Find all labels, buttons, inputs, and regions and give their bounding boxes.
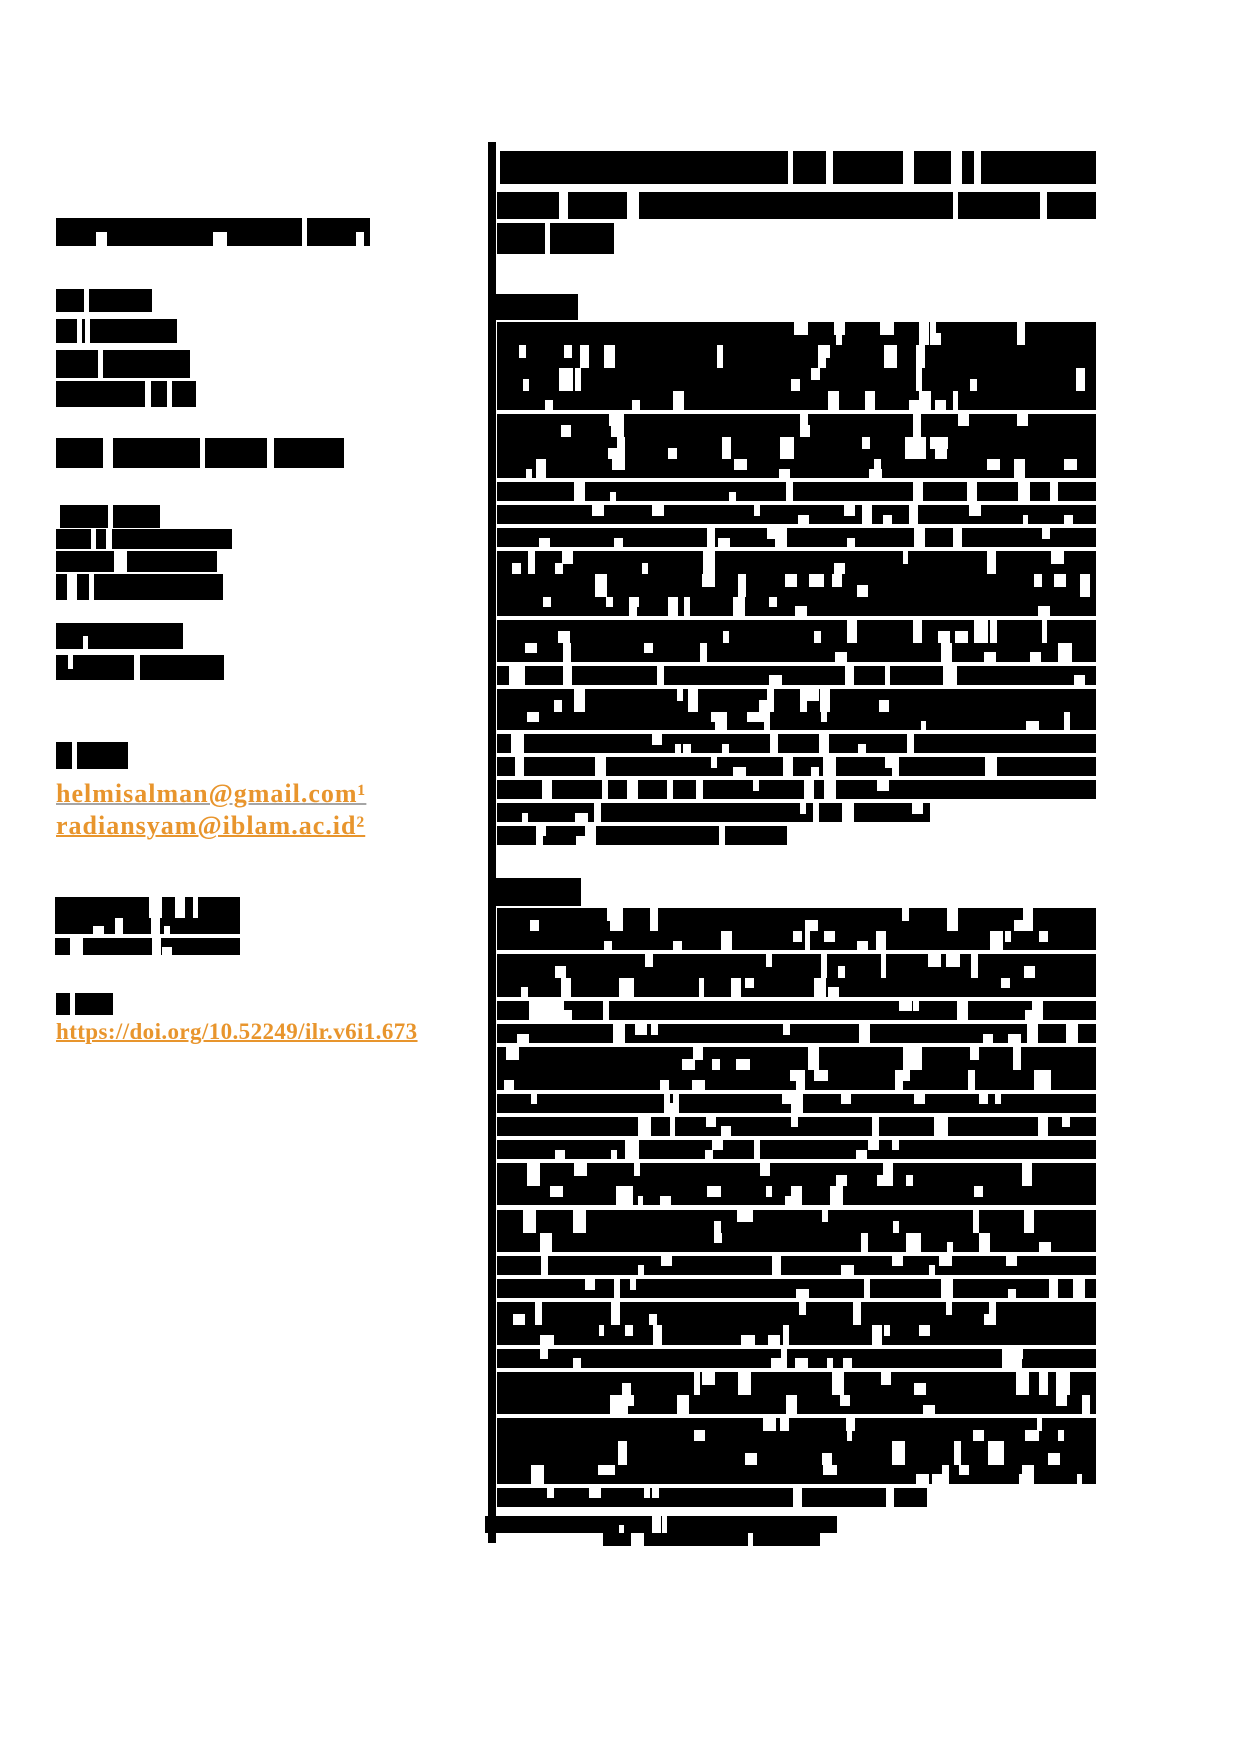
title-line-2-redacted [497, 192, 1096, 219]
abstrak-body-redacted [497, 1163, 1096, 1188]
abstract-body-redacted [497, 367, 1096, 392]
title-line-1-redacted [500, 151, 1096, 184]
abstrak-body-redacted [497, 1047, 1096, 1072]
abstrak-body-redacted [497, 1487, 927, 1507]
abstract-body-redacted [497, 826, 787, 846]
abstrak-body-redacted [497, 1023, 1096, 1045]
abstrak-body-redacted [497, 1464, 1096, 1485]
abstrak-body-redacted [497, 954, 1096, 979]
abstrak-body-redacted [497, 1418, 1096, 1443]
abstrak-body-redacted [497, 1279, 1096, 1300]
journal-title-redacted [56, 218, 370, 248]
issn-line-1-redacted [56, 289, 152, 312]
title-line-3-redacted [497, 223, 614, 254]
abstract-body-redacted [497, 757, 1096, 778]
abstract-body-redacted [497, 780, 1096, 800]
abstrak-body-redacted [497, 1139, 1096, 1161]
abstract-body-redacted [497, 322, 1096, 347]
abstrak-body-redacted [497, 931, 1096, 952]
author-email-1-link[interactable]: helmisalman@gmail.com¹ [56, 779, 367, 808]
abstract-body-redacted [497, 344, 1096, 368]
abstrak-body-redacted [497, 1000, 1096, 1021]
abstrak-body-redacted [497, 1302, 1096, 1327]
abstract-body-redacted [497, 574, 1096, 599]
abstract-body-redacted [497, 505, 1096, 526]
abstract-heading-redacted [495, 294, 578, 320]
issn-line-4-redacted [56, 381, 196, 407]
license-block-redacted [55, 917, 240, 936]
abstrak-heading-redacted [496, 878, 581, 906]
abstrak-body-redacted [497, 1116, 1096, 1137]
affiliation-line-redacted [56, 655, 224, 680]
article-history-line-3-redacted [56, 574, 223, 600]
abstrak-body-redacted [497, 1232, 1096, 1253]
author-email-2-link[interactable]: radiansyam@iblam.ac.id² [56, 811, 366, 840]
abstrak-body-redacted [497, 908, 1096, 933]
article-history-line-2-redacted [56, 551, 217, 572]
abstract-body-redacted [497, 551, 1096, 576]
abstract-body-redacted [497, 459, 1096, 480]
abstract-body-redacted [497, 436, 1096, 461]
abstract-body-redacted [497, 803, 930, 824]
doi-label-redacted [56, 993, 113, 1015]
abstract-body-redacted [497, 413, 1096, 438]
abstrak-body-redacted [497, 1070, 1096, 1091]
abstract-body-redacted [497, 619, 1096, 644]
abstrak-body-redacted [497, 1395, 1096, 1416]
abstrak-body-redacted [497, 1325, 1096, 1346]
article-history-line-1-redacted [56, 529, 232, 549]
abstrak-body-redacted [497, 1209, 1096, 1234]
abstract-body-redacted [497, 390, 1096, 411]
abstract-body-redacted [497, 642, 1096, 663]
affiliation-label-redacted [56, 623, 183, 651]
abstrak-body-redacted [497, 1348, 1096, 1369]
license-block-redacted [55, 938, 240, 956]
abstrak-body-redacted [497, 1186, 1096, 1207]
abstract-body-redacted [497, 711, 1096, 732]
closing-line-2-redacted [603, 1533, 820, 1546]
abstrak-body-redacted [497, 1255, 1096, 1277]
abstract-body-redacted [497, 482, 1096, 503]
volume-line-redacted [56, 438, 344, 468]
abstrak-body-redacted [497, 977, 1096, 998]
closing-line-1-redacted [485, 1516, 837, 1534]
issn-line-3-redacted [56, 350, 190, 378]
abstrak-body-redacted [497, 1441, 1096, 1466]
issn-line-2-redacted [56, 319, 177, 343]
abstrak-body-redacted [497, 1371, 1096, 1397]
abstract-body-redacted [497, 734, 1096, 755]
license-block-redacted [55, 897, 240, 918]
abstrak-body-redacted [497, 1093, 1096, 1114]
abstract-body-redacted [497, 688, 1096, 713]
abstract-body-redacted [497, 596, 1096, 617]
abstract-body-redacted [497, 528, 1096, 549]
abstract-body-redacted [497, 665, 1096, 686]
doi-link[interactable]: https://doi.org/10.52249/ilr.v6i1.673 [56, 1019, 418, 1044]
email-label-redacted [56, 742, 128, 769]
article-info-label-redacted [60, 505, 160, 528]
column-divider [488, 142, 496, 1543]
